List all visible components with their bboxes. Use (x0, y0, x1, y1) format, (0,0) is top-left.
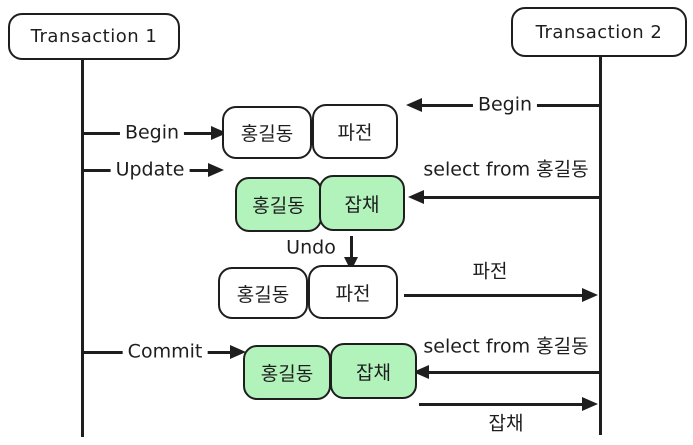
t1-update-label: Update (110, 159, 190, 181)
record-value: 파전 (337, 122, 373, 144)
record-value-box: 파전 (308, 265, 398, 319)
t2-result-2-arrowhead-right-icon (582, 397, 598, 411)
t1-update-arrowhead-right-icon (208, 163, 224, 177)
t2-result-2-arrow-line (419, 403, 586, 406)
record-value: 잡채 (356, 361, 391, 384)
t2-result-1-label: 파전 (472, 260, 508, 283)
record-value: 파전 (335, 282, 371, 305)
actor-transaction-1: Transaction 1 (8, 13, 180, 60)
t2-begin-label: Begin (472, 94, 538, 116)
t1-commit-label: Commit (122, 341, 208, 363)
t2-select-1-arrow-line (414, 196, 600, 199)
t2-result-1-arrow-line (404, 294, 586, 297)
actor-transaction-1-label: Transaction 1 (30, 26, 158, 47)
t2-select-1-label: select from 홍길동 (423, 158, 589, 181)
record-name: 홍길동 (236, 283, 290, 306)
record-name-box: 홍길동 (218, 267, 308, 319)
actor-transaction-2: Transaction 2 (511, 7, 687, 57)
record-name-box: 홍길동 (235, 177, 322, 232)
record-value-box: 파전 (312, 104, 398, 159)
t2-begin-arrowhead-left-icon (406, 98, 422, 112)
t2-select-2-label: select from 홍길동 (423, 335, 589, 358)
record-value-box: 잡채 (319, 175, 405, 231)
t2-select-2-arrowhead-left-icon (413, 365, 429, 379)
actor-transaction-2-label: Transaction 2 (535, 21, 663, 43)
record-name: 홍길동 (260, 363, 314, 385)
record-name-box: 홍길동 (222, 106, 312, 159)
t2-select-1-arrowhead-left-icon (408, 190, 424, 204)
record-value-box: 잡채 (330, 343, 417, 399)
lifeline-transaction-1 (81, 59, 84, 437)
record-value: 잡채 (344, 193, 380, 216)
t2-result-2-label: 잡채 (488, 412, 524, 435)
undo-label: Undo (286, 236, 336, 259)
record-name: 홍길동 (252, 195, 305, 217)
t2-select-2-arrow-line (419, 371, 600, 374)
t1-commit-arrowhead-right-icon (230, 345, 246, 359)
record-name-box: 홍길동 (243, 345, 331, 400)
t2-result-1-arrowhead-right-icon (582, 288, 598, 302)
t1-begin-label: Begin (119, 122, 185, 144)
lifeline-transaction-2 (599, 56, 602, 435)
undo-arrow-line (350, 236, 353, 260)
record-name: 홍길동 (240, 123, 294, 145)
